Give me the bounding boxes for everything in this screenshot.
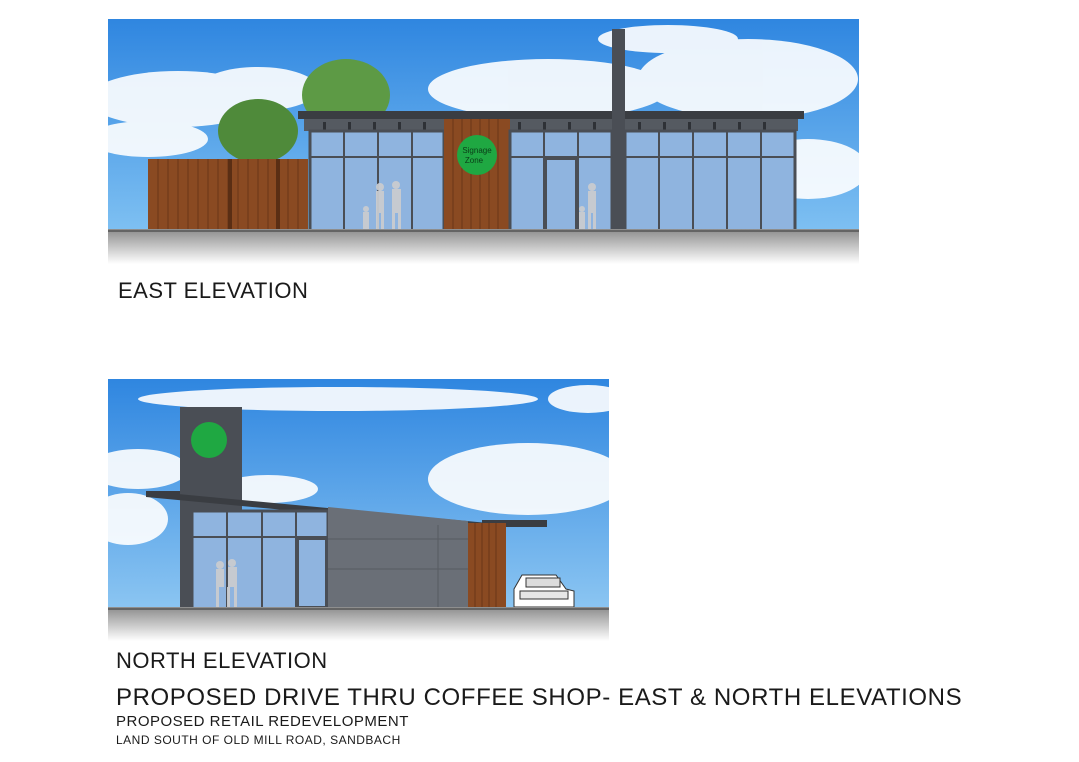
drawing-title: PROPOSED DRIVE THRU COFFEE SHOP- EAST & … bbox=[116, 684, 963, 711]
north-elevation-svg bbox=[108, 379, 609, 641]
east-elevation-label: EAST ELEVATION bbox=[118, 278, 309, 303]
east-elevation-svg: Signage Zone bbox=[108, 19, 859, 264]
signage-zone-disc bbox=[457, 135, 497, 175]
ground bbox=[108, 229, 859, 264]
site-address: LAND SOUTH OF OLD MILL ROAD, SANDBACH bbox=[116, 733, 401, 747]
drawing-subtitle: PROPOSED RETAIL REDEVELOPMENT bbox=[116, 713, 409, 730]
people-figures bbox=[363, 181, 596, 229]
ground bbox=[108, 607, 609, 641]
north-elevation-label: NORTH ELEVATION bbox=[116, 648, 328, 673]
tower-signage-disc bbox=[191, 422, 227, 458]
clouds bbox=[108, 385, 609, 545]
timber-fence bbox=[148, 159, 308, 231]
north-elevation-drawing bbox=[108, 379, 609, 641]
east-elevation-drawing: Signage Zone bbox=[108, 19, 859, 264]
signage-text-line2: Zone bbox=[465, 156, 484, 165]
car-outline bbox=[513, 574, 575, 608]
people-figures bbox=[216, 559, 237, 607]
signage-text-line1: Signage bbox=[462, 146, 492, 155]
